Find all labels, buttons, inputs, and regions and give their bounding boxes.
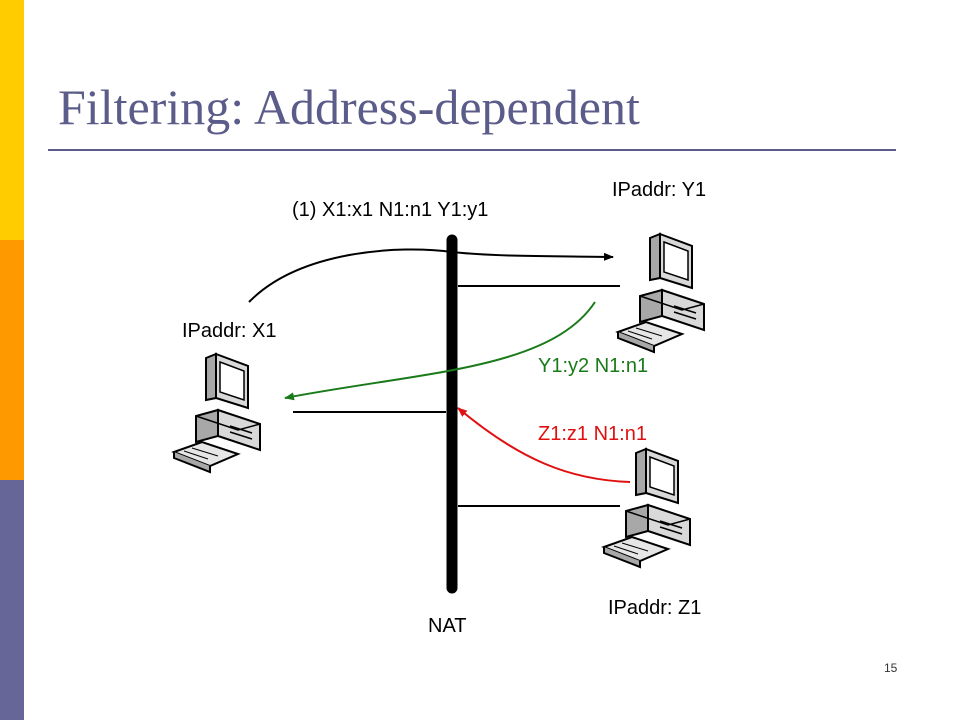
host-y1-label: IPaddr: Y1 xyxy=(612,179,706,201)
title-underline xyxy=(48,149,896,151)
sidebar-accent-orange xyxy=(0,240,24,480)
computer-y1-icon xyxy=(617,233,705,353)
reply-y1-label: Y1:y2 N1:n1 xyxy=(538,355,648,377)
outbound-packet-label: (1) X1:x1 N1:n1 Y1:y1 xyxy=(292,199,488,221)
nat-label: NAT xyxy=(428,615,467,637)
computer-x1-icon xyxy=(173,353,261,473)
sidebar-accent-purple xyxy=(0,480,24,720)
computer-z1-icon xyxy=(603,448,691,568)
page-number: 15 xyxy=(884,661,898,675)
reply-y1-arrow xyxy=(284,301,596,401)
slide-title: Filtering: Address-dependent xyxy=(58,79,640,135)
sidebar-accent-yellow xyxy=(0,0,24,240)
host-z1-label: IPaddr: Z1 xyxy=(608,597,701,619)
host-x1-label: IPaddr: X1 xyxy=(182,320,277,342)
outbound-arrow xyxy=(248,248,614,303)
reply-z1-label: Z1:z1 N1:n1 xyxy=(538,423,647,445)
reply-z1-arrow xyxy=(457,407,631,483)
